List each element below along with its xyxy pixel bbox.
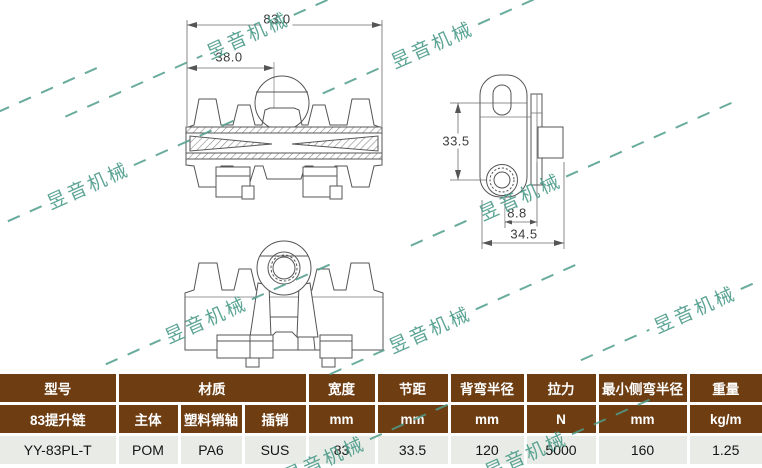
value-model: YY-83PL-T <box>0 434 119 467</box>
value-width: 83 <box>307 434 378 467</box>
col-header-weight: 重量 <box>688 374 762 405</box>
table-value-row: YY-83PL-T POM PA6 SUS 83 33.5 120 5000 1… <box>0 434 762 467</box>
unit-pitch: mm <box>376 403 451 436</box>
value-plastic-pin-material: PA6 <box>179 434 245 467</box>
subheader-series: 83提升链 <box>0 403 119 436</box>
col-header-material: 材质 <box>117 374 309 405</box>
value-body-material: POM <box>117 434 181 467</box>
front-view-drawing <box>184 240 384 368</box>
table-header-row: 型号 材质 宽度 节距 背弯半径 拉力 最小侧弯半径 重量 <box>0 374 762 405</box>
unit-width: mm <box>307 403 378 436</box>
side-view-drawing <box>450 74 565 249</box>
value-weight: 1.25 <box>688 434 762 467</box>
col-header-min-side-bend-radius: 最小侧弯半径 <box>597 374 690 405</box>
top-view-drawing <box>185 20 383 200</box>
unit-tension: N <box>525 403 599 436</box>
dim-label-pin-offset-38: 38.0 <box>213 49 245 65</box>
col-header-tension: 拉力 <box>525 374 599 405</box>
subheader-body: 主体 <box>117 403 181 436</box>
col-header-back-bend-radius: 背弯半径 <box>449 374 527 405</box>
unit-weight: kg/m <box>688 403 762 436</box>
unit-min-side-bend: mm <box>597 403 690 436</box>
unit-back-bend: mm <box>449 403 527 436</box>
dim-label-inner-width-8-8: 8.8 <box>505 205 529 221</box>
value-min-side-bend-radius: 160 <box>597 434 690 467</box>
value-pin-material: SUS <box>243 434 309 467</box>
value-pitch: 33.5 <box>376 434 451 467</box>
dim-label-overall-width-34-5: 34.5 <box>508 226 540 242</box>
spec-table: 型号 材质 宽度 节距 背弯半径 拉力 最小侧弯半径 重量 83提升链 主体 塑… <box>0 374 762 467</box>
subheader-plastic-pin: 塑料销轴 <box>179 403 245 436</box>
table-subheader-row: 83提升链 主体 塑料销轴 插销 mm mm mm N mm kg/m <box>0 403 762 436</box>
col-header-model: 型号 <box>0 374 119 405</box>
col-header-width: 宽度 <box>307 374 378 405</box>
col-header-pitch: 节距 <box>376 374 451 405</box>
dim-label-height-33-5: 33.5 <box>440 133 472 149</box>
value-tension: 5000 <box>525 434 599 467</box>
dim-label-overall-width-83: 83.0 <box>261 11 293 27</box>
value-back-bend-radius: 120 <box>449 434 527 467</box>
subheader-pin: 插销 <box>243 403 309 436</box>
